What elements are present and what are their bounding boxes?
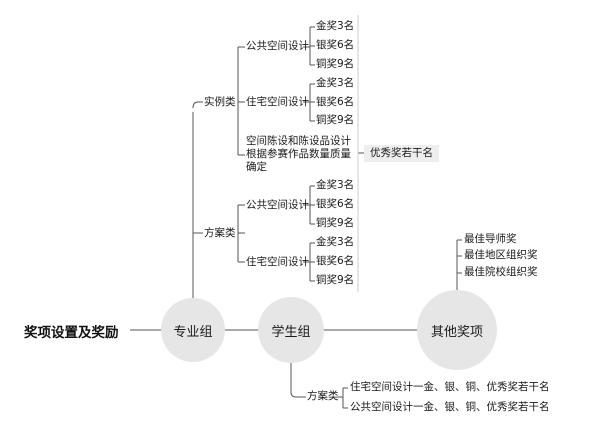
- other-award-mentor: 最佳导师奖: [464, 233, 517, 245]
- case-residential-gold: 金奖3名: [316, 77, 355, 89]
- other-awards-node[interactable]: 其他奖项: [417, 290, 497, 370]
- student-group-label: 学生组: [271, 324, 311, 340]
- case-residential-bronze: 铜奖9名: [316, 114, 355, 126]
- scheme-category-label: 方案类: [204, 227, 236, 239]
- scheme-residential-label: 住宅空间设计: [246, 256, 309, 268]
- scheme-public-gold: 金奖3名: [316, 179, 355, 191]
- excellence-note-badge: 优秀奖若干名: [364, 145, 439, 162]
- professional-group-node[interactable]: 专业组: [161, 298, 225, 362]
- case-public-label: 公共空间设计: [246, 40, 309, 52]
- student-scheme-category-label: 方案类: [307, 390, 339, 402]
- other-award-school: 最佳院校组织奖: [464, 266, 538, 278]
- student-public-item: 公共空间设计一金、银、铜、优秀奖若干名: [350, 401, 550, 413]
- case-public-bronze: 铜奖9名: [316, 58, 355, 70]
- connector-student-trunk: [290, 362, 306, 398]
- case-public-silver: 银奖6名: [316, 39, 355, 51]
- case-category-label: 实例类: [204, 96, 236, 108]
- other-awards-label: 其他奖项: [430, 324, 483, 340]
- case-residential-label: 住宅空间设计: [246, 96, 309, 108]
- case-furnishing-label: 空间陈设和陈设品设计根据参赛作品数量质量确定: [246, 135, 351, 173]
- scheme-public-silver: 银奖6名: [316, 198, 355, 210]
- case-public-gold: 金奖3名: [316, 20, 355, 32]
- other-award-region: 最佳地区组织奖: [464, 249, 538, 261]
- scheme-public-label: 公共空间设计: [246, 199, 309, 211]
- scheme-residential-bronze: 铜奖9名: [316, 274, 355, 286]
- scheme-residential-gold: 金奖3名: [316, 236, 355, 248]
- student-residential-item: 住宅空间设计一金、银、铜、优秀奖若干名: [350, 381, 550, 393]
- case-residential-silver: 银奖6名: [316, 96, 355, 108]
- scheme-public-bronze: 铜奖9名: [316, 217, 355, 229]
- connector-case-category: [192, 101, 203, 109]
- scheme-residential-silver: 银奖6名: [316, 255, 355, 267]
- professional-group-label: 专业组: [173, 324, 213, 340]
- root-title: 奖项设置及奖励: [24, 325, 119, 341]
- student-group-node[interactable]: 学生组: [258, 297, 324, 363]
